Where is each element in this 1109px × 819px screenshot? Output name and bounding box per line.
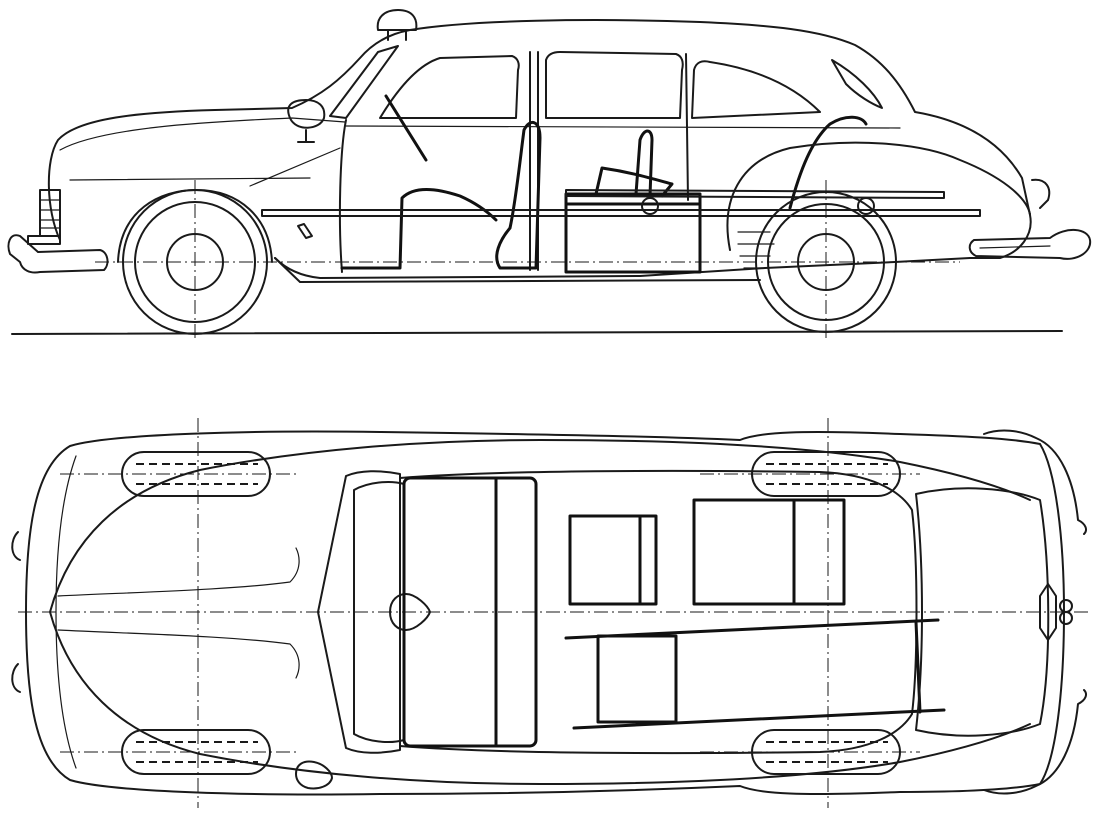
top-rear-right-wheel xyxy=(751,729,901,775)
top-front-fender-edge xyxy=(55,455,77,769)
top-hood-ornament xyxy=(389,593,431,631)
front-bumper xyxy=(7,189,109,274)
belt-line xyxy=(345,125,901,129)
top-trunk-lid xyxy=(915,487,1050,737)
top-front-right-wheel xyxy=(121,729,271,775)
top-hood-crease-lower xyxy=(57,629,300,679)
front-wheel xyxy=(117,189,273,335)
rear-fender xyxy=(726,141,1031,251)
rear-quarter-window xyxy=(831,59,883,109)
front-seat xyxy=(495,121,542,270)
ground-line xyxy=(11,330,1063,335)
top-rear-right-fin xyxy=(983,689,1087,795)
rear-seat xyxy=(788,115,868,210)
rear-bumper xyxy=(968,178,1092,260)
top-front-seat xyxy=(402,476,538,748)
hood-shadow-line xyxy=(249,147,341,187)
top-rear-seat xyxy=(692,498,846,606)
floor-pan xyxy=(340,188,498,270)
roof-beacon xyxy=(376,9,418,41)
top-front-left-mirror xyxy=(11,531,21,561)
windshield xyxy=(329,45,399,119)
front-door-edge xyxy=(338,119,347,273)
top-body-outline xyxy=(25,430,1065,796)
front-side-window xyxy=(379,55,520,119)
top-cowl xyxy=(317,470,401,754)
stretcher-frame xyxy=(564,129,702,274)
hood-contour xyxy=(59,117,346,151)
top-front-parking-light xyxy=(295,760,333,790)
top-hood-crease-upper xyxy=(57,547,300,597)
sill-line xyxy=(274,257,761,283)
side-view xyxy=(7,9,1092,340)
hood-searchlight xyxy=(287,99,326,143)
rear-side-window xyxy=(691,60,821,119)
side-body-outline xyxy=(47,19,1032,279)
top-jump-seat xyxy=(568,514,658,606)
rear-fender-molding xyxy=(565,189,945,199)
middle-side-window xyxy=(545,51,684,119)
top-stretcher xyxy=(564,618,946,730)
top-view xyxy=(11,418,1092,808)
top-roof-outline xyxy=(399,469,918,755)
top-front-right-mirror xyxy=(11,663,21,693)
top-rear-emblem xyxy=(1039,583,1073,641)
side-molding xyxy=(261,209,981,217)
rear-wheel xyxy=(755,191,897,333)
front-door-handle xyxy=(297,223,313,239)
rear-fender-skirt xyxy=(737,231,775,269)
hood-edge xyxy=(69,177,311,181)
top-rear-left-wheel xyxy=(751,451,901,497)
top-front-left-wheel xyxy=(121,451,271,497)
steering-column xyxy=(384,94,428,162)
top-rear-left-fin xyxy=(983,429,1087,535)
